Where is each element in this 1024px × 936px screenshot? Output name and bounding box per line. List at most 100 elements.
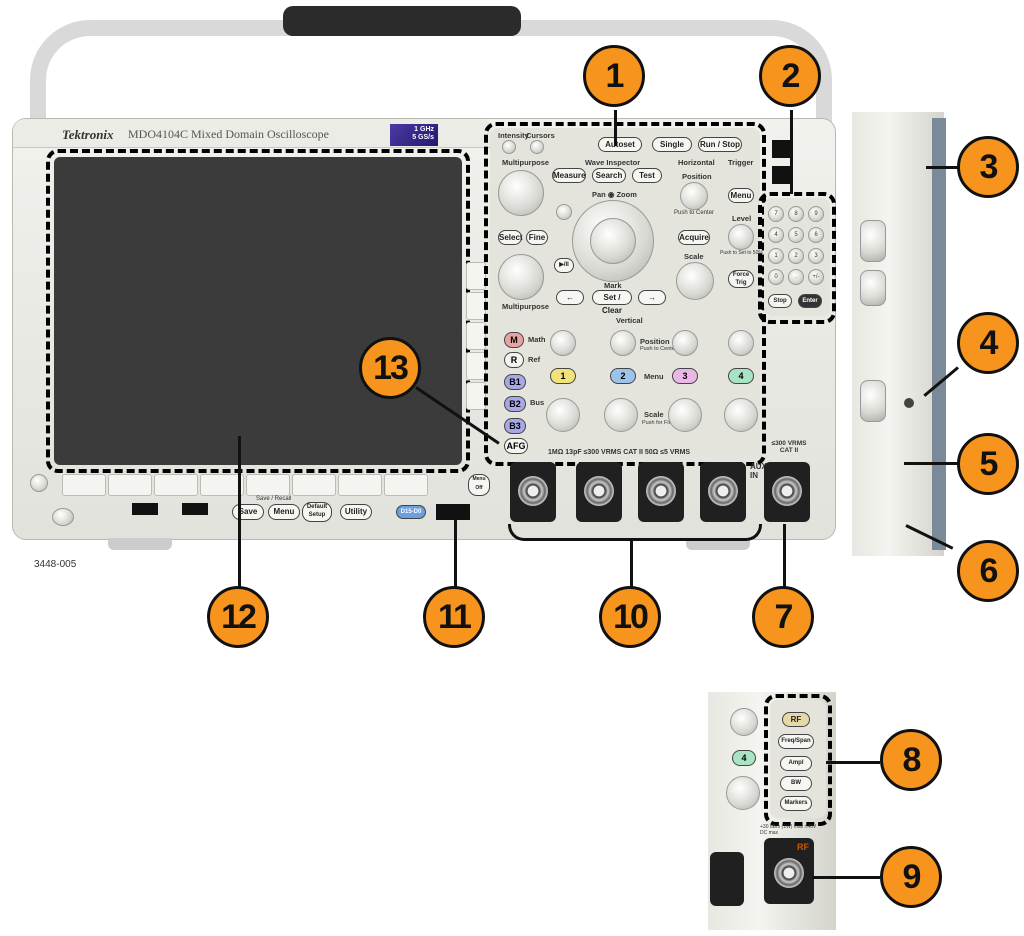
trigger-level-knob[interactable] — [728, 224, 754, 250]
side-softkey[interactable] — [466, 292, 486, 320]
intensity-label: Intensity — [498, 131, 529, 140]
bus-b1-button[interactable]: B1 — [504, 374, 526, 390]
side-view-edge — [932, 118, 946, 550]
ch2-scale-knob[interactable] — [604, 398, 638, 432]
ch4-scale-knob[interactable] — [724, 398, 758, 432]
menu-off-button[interactable]: Menu Off — [468, 474, 490, 496]
utility-button[interactable]: Utility — [340, 504, 372, 520]
ch1-input-connector[interactable] — [510, 462, 556, 522]
bottom-softkey[interactable] — [246, 474, 290, 496]
menu-button[interactable]: Menu — [268, 504, 300, 520]
ch3-input-connector[interactable] — [638, 462, 684, 522]
ch4-button[interactable]: 4 — [728, 368, 754, 384]
pan-knob[interactable] — [590, 218, 636, 264]
measure-button[interactable]: Measure — [552, 168, 586, 183]
intensity-button[interactable] — [502, 140, 516, 154]
next-mark-button[interactable]: → — [638, 290, 666, 305]
fine-button[interactable]: Fine — [526, 230, 548, 245]
search-button[interactable]: Search — [592, 168, 626, 183]
callout-line-10 — [630, 540, 633, 592]
force-trig-button[interactable]: Force Trig — [728, 270, 754, 288]
ch2-position-knob[interactable] — [610, 330, 636, 356]
set-clear-button[interactable]: Set / Clear — [592, 290, 632, 315]
default-setup-button[interactable]: Default Setup — [302, 502, 332, 522]
callout-2: 2 — [759, 45, 821, 107]
math-button[interactable]: M — [504, 332, 524, 348]
callout-5: 5 — [957, 433, 1019, 495]
zoom-button[interactable] — [556, 204, 572, 220]
multipurpose-b-knob[interactable] — [498, 254, 544, 300]
ch2-input-connector[interactable] — [576, 462, 622, 522]
keypad-key[interactable]: . — [788, 269, 804, 285]
prev-mark-button[interactable]: ← — [556, 290, 584, 305]
bus-b2-button[interactable]: B2 — [504, 396, 526, 412]
keypad-enter-button[interactable]: Enter — [798, 294, 822, 308]
bottom-softkey[interactable] — [62, 474, 106, 496]
side-softkey[interactable] — [466, 262, 486, 290]
keypad-key[interactable]: 4 — [768, 227, 784, 243]
rf-inset-ch4-button[interactable]: 4 — [732, 750, 756, 766]
multipurpose-a-knob[interactable] — [498, 170, 544, 216]
keypad-key[interactable]: 5 — [788, 227, 804, 243]
ampl-button[interactable]: Ampl — [780, 756, 812, 771]
markers-button[interactable]: Markers — [780, 796, 812, 811]
keypad-stop-button[interactable]: Stop — [768, 294, 792, 308]
keypad-key[interactable]: +/- — [808, 269, 824, 285]
ref-label: Ref — [528, 355, 541, 364]
keypad-key[interactable]: 0 — [768, 269, 784, 285]
afg-button[interactable]: AFG — [504, 438, 528, 454]
bottom-softkey[interactable] — [384, 474, 428, 496]
side-softkey[interactable] — [466, 352, 486, 380]
single-button[interactable]: Single — [652, 137, 692, 152]
cursors-button[interactable] — [530, 140, 544, 154]
ch2-button[interactable]: 2 — [610, 368, 636, 384]
aux-in-connector[interactable] — [764, 462, 810, 522]
keypad-key[interactable]: 7 — [768, 206, 784, 222]
rf-button[interactable]: RF — [782, 712, 810, 727]
ch1-scale-knob[interactable] — [546, 398, 580, 432]
bottom-softkey[interactable] — [154, 474, 198, 496]
horizontal-scale-knob[interactable] — [676, 262, 714, 300]
keypad-highlight — [758, 192, 836, 324]
keypad-key[interactable]: 3 — [808, 248, 824, 264]
select-button[interactable]: Select — [498, 230, 523, 245]
acquire-button[interactable]: Acquire — [678, 230, 710, 245]
power-button[interactable] — [52, 508, 74, 526]
ch4-input-connector[interactable] — [700, 462, 746, 522]
bw-button[interactable]: BW — [780, 776, 812, 791]
horizontal-position-knob[interactable] — [680, 182, 708, 210]
bottom-softkey[interactable] — [338, 474, 382, 496]
rf-input-connector[interactable] — [764, 838, 814, 904]
ch4-position-knob[interactable] — [728, 330, 754, 356]
keypad-key[interactable]: 1 — [768, 248, 784, 264]
ch3-position-knob[interactable] — [672, 330, 698, 356]
ch3-button[interactable]: 3 — [672, 368, 698, 384]
save-button[interactable]: Save — [232, 504, 264, 520]
digital-channels-button[interactable]: D15-D0 — [396, 505, 426, 519]
bottom-softkey[interactable] — [200, 474, 244, 496]
trigger-menu-button[interactable]: Menu — [728, 188, 754, 203]
trigger-label: Trigger — [728, 158, 754, 167]
ref-button[interactable]: R — [504, 352, 524, 368]
freq-span-button[interactable]: Freq/Span — [778, 734, 814, 749]
hardcopy-button[interactable] — [30, 474, 48, 492]
side-softkey[interactable] — [466, 382, 486, 410]
keypad-key[interactable]: 6 — [808, 227, 824, 243]
run-stop-button[interactable]: Run / Stop — [698, 137, 742, 152]
keypad-key[interactable]: 8 — [788, 206, 804, 222]
autoset-button[interactable]: Autoset — [598, 137, 642, 152]
play-pause-button[interactable]: ▶/II — [554, 258, 574, 273]
ch1-position-knob[interactable] — [550, 330, 576, 356]
side-softkey[interactable] — [466, 322, 486, 350]
ch1-button[interactable]: 1 — [550, 368, 576, 384]
keypad-key[interactable]: 9 — [808, 206, 824, 222]
ch3-scale-knob[interactable] — [668, 398, 702, 432]
test-button[interactable]: Test — [632, 168, 662, 183]
bottom-softkey[interactable] — [292, 474, 336, 496]
bottom-softkey[interactable] — [108, 474, 152, 496]
keypad-key[interactable]: 2 — [788, 248, 804, 264]
bus-label: Bus — [530, 398, 545, 407]
bus-b3-button[interactable]: B3 — [504, 418, 526, 434]
logic-probe-input — [436, 504, 470, 520]
